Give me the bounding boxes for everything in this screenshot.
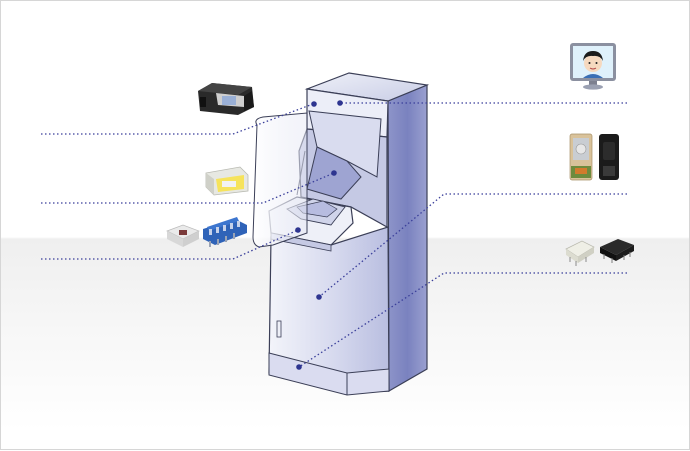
relay-parts-icon <box>565 239 634 266</box>
anchor-dot-sensor-board <box>331 170 337 176</box>
anchor-dot-display-monitor <box>337 100 343 106</box>
switch-parts-icon <box>569 133 619 181</box>
leader-line-relay-parts <box>298 272 627 368</box>
anchor-dot-relay-parts <box>296 364 302 370</box>
anchor-dot-card-reader <box>311 101 317 107</box>
kiosk-service-slot <box>276 320 282 338</box>
anchor-dot-connector-set <box>295 227 301 233</box>
monitor-with-face-icon <box>570 43 616 90</box>
anchor-dots <box>295 100 343 370</box>
kiosk-illustration <box>252 72 430 396</box>
leader-line-switch-parts <box>318 193 627 298</box>
leader-line-sensor-board <box>41 172 335 204</box>
leader-line-card-reader <box>41 103 314 135</box>
kiosk-side-panel <box>387 84 428 393</box>
anchor-dot-switch-parts <box>316 294 322 300</box>
sensor-module-icon <box>205 166 249 196</box>
leader-line-connector-set <box>41 229 299 260</box>
connector-parts-icon <box>166 217 247 247</box>
card-reader-module-icon <box>198 83 254 115</box>
leader-lines <box>41 102 627 368</box>
kiosk-glass-panel <box>252 112 308 248</box>
